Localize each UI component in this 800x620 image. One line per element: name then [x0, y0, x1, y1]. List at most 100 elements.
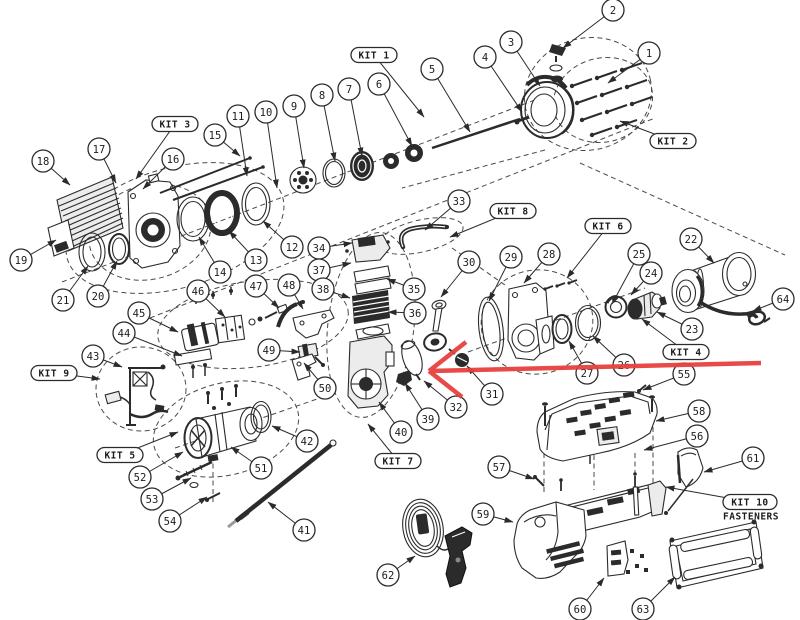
callout-balloon-64 [771, 287, 795, 311]
callout-balloon-21 [51, 288, 75, 312]
callout-number-18: 18 [37, 156, 50, 168]
callout-balloon-46 [186, 279, 210, 303]
callout-number-20: 20 [92, 291, 105, 303]
callout-balloon-31 [480, 382, 504, 406]
callout-number-24: 24 [645, 268, 658, 280]
callout-balloon-17 [87, 137, 111, 161]
callout-balloon-40 [389, 420, 413, 444]
crankcase-assembly [347, 335, 412, 409]
callout-balloon-16 [161, 147, 185, 171]
callout-number-5: 5 [429, 64, 435, 76]
callout-balloon-53 [140, 487, 164, 511]
callout-number-61: 61 [747, 453, 760, 465]
callout-number-2: 2 [610, 5, 616, 17]
kit-label-kit-2: KIT 2 [657, 136, 688, 147]
callout-number-28: 28 [543, 249, 556, 261]
carburetor-stack [345, 234, 392, 340]
callout-balloon-28 [537, 242, 561, 266]
piston [400, 340, 423, 381]
callout-balloon-44 [112, 321, 136, 345]
callout-number-4: 4 [482, 52, 488, 64]
callout-number-57: 57 [493, 462, 506, 474]
callout-number-22: 22 [685, 234, 698, 246]
callout-number-43: 43 [87, 351, 100, 363]
cover-flap-and-pin [664, 447, 704, 515]
kit2-bolt-set [569, 62, 653, 138]
winch-rope [227, 439, 337, 529]
remote-pendant-and-cord [402, 498, 473, 588]
callout-number-37: 37 [313, 265, 326, 277]
solenoid-contactor-cluster [173, 284, 335, 381]
callout-number-17: 17 [93, 144, 106, 156]
breather-hose [398, 223, 449, 250]
callout-balloon-11 [226, 104, 250, 128]
callout-number-63: 63 [637, 604, 650, 616]
connecting-rod [423, 299, 447, 352]
callout-balloon-35 [402, 277, 426, 301]
callout-balloon-18 [31, 149, 55, 173]
callout-balloon-5 [420, 57, 444, 81]
callout-number-30: 30 [463, 257, 476, 269]
callout-balloon-61 [741, 446, 765, 470]
heatsink-control-module [47, 176, 124, 257]
kit-pill-kit-10 [722, 493, 778, 511]
callout-balloon-38 [311, 277, 335, 301]
callout-balloon-29 [499, 245, 523, 269]
callout-balloon-32 [444, 395, 468, 419]
kit-pill-kit-3 [151, 115, 199, 133]
kit-label-kit-4: KIT 4 [670, 347, 701, 358]
seal-rings-left [78, 182, 271, 272]
callout-number-53: 53 [146, 494, 159, 506]
callout-number-19: 19 [15, 255, 28, 267]
callout-number-14: 14 [214, 267, 227, 279]
callout-number-12: 12 [286, 242, 299, 254]
callout-number-47: 47 [250, 281, 263, 293]
clutch-housing-end [514, 44, 575, 139]
callout-balloon-48 [277, 273, 301, 297]
callout-balloon-54 [158, 509, 182, 533]
callout-number-1: 1 [646, 48, 652, 60]
callout-number-9: 9 [291, 101, 297, 113]
callout-balloon-20 [86, 284, 110, 308]
winch-motor [183, 384, 272, 462]
callout-balloon-9 [282, 94, 306, 118]
red-annotation-arrow [427, 340, 762, 399]
callout-balloon-19 [9, 248, 33, 272]
kit-label-kit-1: KIT 1 [358, 50, 389, 61]
callout-balloon-52 [128, 465, 152, 489]
callout-number-49: 49 [263, 345, 276, 357]
callout-balloon-10 [254, 100, 278, 124]
callout-balloon-39 [416, 407, 440, 431]
callout-balloon-24 [639, 261, 663, 285]
callout-number-45: 45 [133, 308, 146, 320]
kit-label-kit-9: KIT 9 [38, 368, 69, 379]
cover-bolts [533, 384, 655, 491]
callout-balloon-63 [631, 597, 655, 620]
callout-number-8: 8 [319, 90, 325, 102]
callout-balloon-42 [295, 429, 319, 453]
kit-pill-kit-4 [662, 343, 710, 361]
callout-balloon-12 [280, 235, 304, 259]
callout-number-25: 25 [633, 249, 646, 261]
callout-number-41: 41 [298, 525, 311, 537]
callout-number-36: 36 [409, 308, 422, 320]
callout-balloon-15 [203, 123, 227, 147]
callout-number-16: 16 [167, 154, 180, 166]
callout-number-21: 21 [57, 295, 70, 307]
callout-number-11: 11 [232, 111, 245, 123]
callout-balloon-51 [249, 456, 273, 480]
callout-number-33: 33 [453, 196, 466, 208]
wiring-harness [104, 364, 169, 426]
callout-balloon-60 [568, 597, 592, 620]
armature-and-gears [289, 117, 521, 194]
callout-balloon-47 [244, 274, 268, 298]
callout-balloon-3 [499, 30, 523, 54]
leader-line-kit-3 [135, 123, 176, 180]
callout-number-51: 51 [255, 463, 268, 475]
terminal-bracket [606, 540, 648, 577]
callout-number-7: 7 [346, 84, 352, 96]
callout-number-39: 39 [422, 414, 435, 426]
kit-pill-kit-6 [584, 217, 632, 235]
callout-balloon-43 [81, 344, 105, 368]
callout-balloon-22 [679, 227, 703, 251]
